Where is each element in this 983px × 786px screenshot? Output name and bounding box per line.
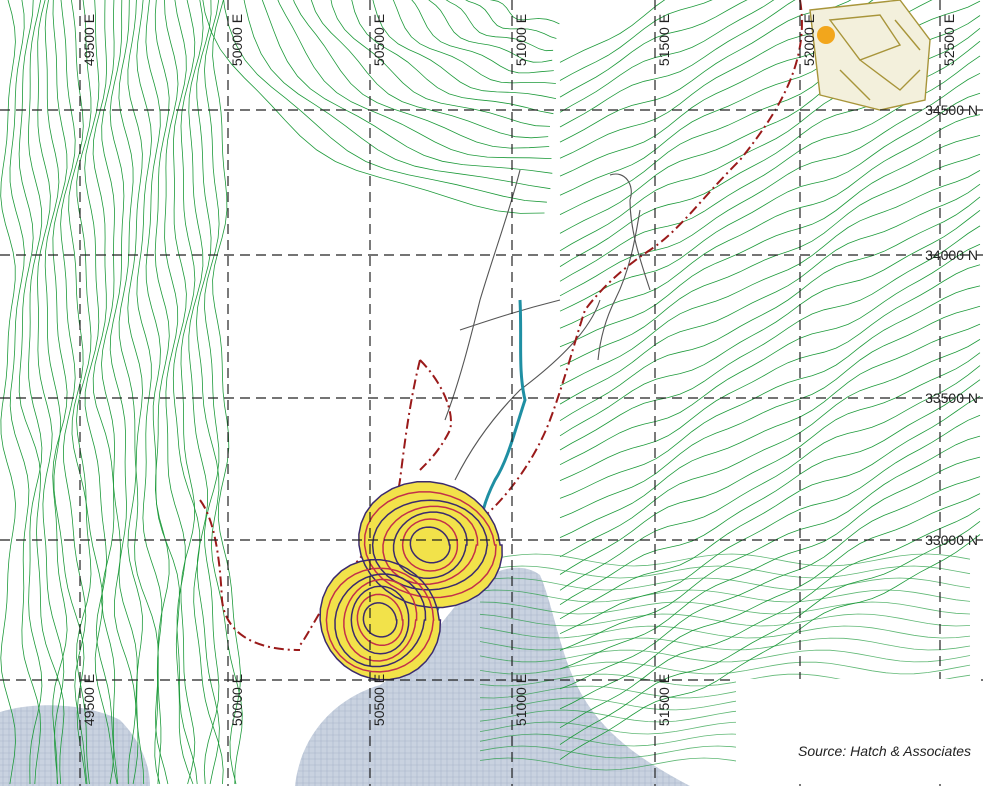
- easting-label-top: 49500 E: [81, 14, 97, 66]
- northing-label: 34000 N: [925, 247, 978, 263]
- source-box: Source: Hatch & Associates: [736, 679, 981, 783]
- easting-label-bottom: 49500 E: [81, 674, 97, 726]
- northing-label: 34500 N: [925, 102, 978, 118]
- stockpile-contours: [319, 480, 503, 681]
- grid-labels: 49500 E 50000 E 50500 E 51000 E 51500 E 52000…: [81, 14, 978, 726]
- easting-label-top: 51500 E: [656, 14, 672, 66]
- easting-label-bottom: 51500 E: [656, 674, 672, 726]
- source-caption: Source: Hatch & Associates: [797, 743, 971, 759]
- roads: [444, 169, 651, 481]
- easting-label-top: 52500 E: [941, 14, 957, 66]
- easting-label-bottom: 50000 E: [229, 674, 245, 726]
- glacier-area-central: [295, 567, 690, 786]
- easting-label-bottom: 50500 E: [371, 674, 387, 726]
- facility-layout: [809, 0, 931, 111]
- glacier-area-west: [0, 705, 150, 786]
- northing-label: 33500 N: [925, 390, 978, 406]
- easting-label-top: 50000 E: [229, 14, 245, 66]
- easting-label-top: 51000 E: [513, 14, 529, 66]
- easting-label-bottom: 51000 E: [513, 674, 529, 726]
- easting-label-top: 50500 E: [371, 14, 387, 66]
- northing-label: 33000 N: [925, 532, 978, 548]
- easting-label-top: 52000 E: [801, 14, 817, 66]
- site-marker-icon: [817, 26, 835, 44]
